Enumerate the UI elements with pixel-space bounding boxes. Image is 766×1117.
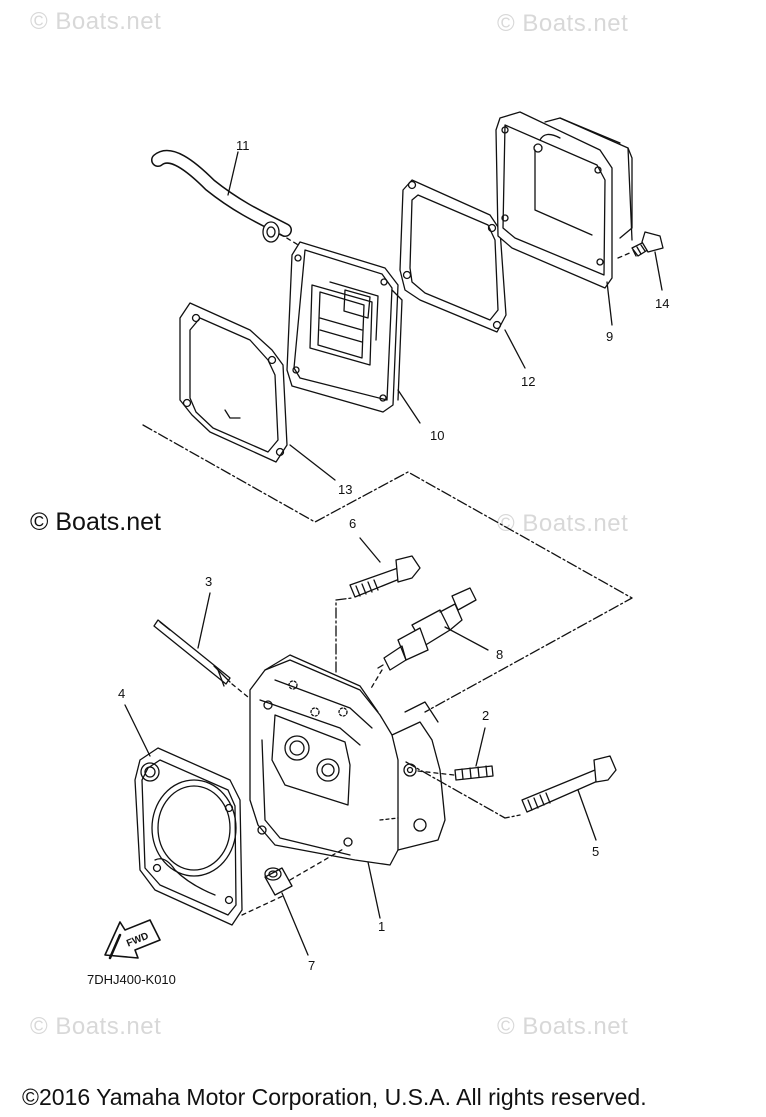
callout-11: 11 <box>236 138 250 153</box>
part-13-gasket[interactable] <box>179 302 288 463</box>
part-9-head-cover[interactable] <box>495 111 633 289</box>
callout-8: 8 <box>496 647 503 662</box>
callout-4: 4 <box>118 686 125 701</box>
callout-5: 5 <box>592 844 599 859</box>
brand-mark: © Boats.net <box>30 508 161 536</box>
parts-diagram: 11 14 9 12 10 13 6 3 8 4 2 5 1 7 FWD 7DH… <box>87 111 669 987</box>
copyright-footer: ©2016 Yamaha Motor Corporation, U.S.A. A… <box>22 1084 647 1110</box>
part-3-stud-bolt[interactable] <box>153 619 231 687</box>
part-4-head-gasket[interactable] <box>134 747 243 926</box>
watermark-top-right: © Boats.net <box>497 10 629 37</box>
part-14-bolt[interactable] <box>631 231 664 257</box>
fwd-arrow-icon <box>104 919 161 960</box>
part-7-dowel-pin[interactable] <box>264 867 293 896</box>
watermark-bottom-left: © Boats.net <box>30 1013 162 1040</box>
callout-9: 9 <box>606 329 613 344</box>
callout-14: 14 <box>655 296 669 311</box>
part-12-gasket[interactable] <box>399 179 507 333</box>
callout-7: 7 <box>308 958 315 973</box>
part-2-stud-bolt[interactable] <box>454 765 494 781</box>
watermark-top-left: © Boats.net <box>30 8 162 35</box>
diagram-code: 7DHJ400-K010 <box>87 972 176 987</box>
part-10-breather-plate[interactable] <box>286 241 403 413</box>
callout-1: 1 <box>378 919 385 934</box>
callout-6: 6 <box>349 516 356 531</box>
part-1-cylinder-head[interactable] <box>249 654 446 866</box>
watermark-bottom-right: © Boats.net <box>497 1013 629 1040</box>
part-5-bolt[interactable] <box>521 755 617 813</box>
callout-10: 10 <box>430 428 444 443</box>
callout-12: 12 <box>521 374 535 389</box>
part-6-bolt[interactable] <box>349 555 421 598</box>
watermark-middle-right: © Boats.net <box>497 510 629 537</box>
callout-13: 13 <box>338 482 352 497</box>
part-11-breather-hose[interactable] <box>151 149 292 243</box>
callout-3: 3 <box>205 574 212 589</box>
part-8-spark-plug[interactable] <box>377 587 477 671</box>
callout-2: 2 <box>482 708 489 723</box>
